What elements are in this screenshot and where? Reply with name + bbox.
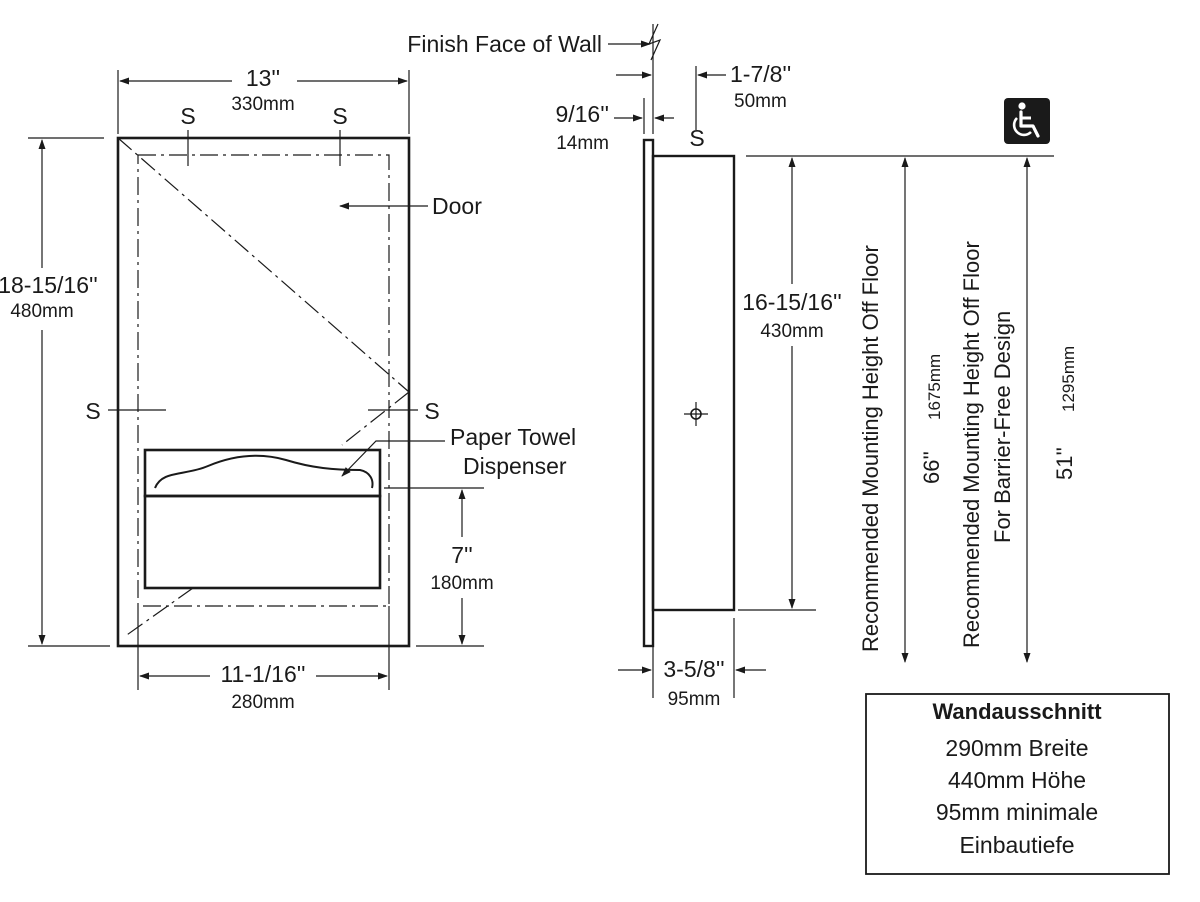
mounting-heights: Recommended Mounting Height Off Floor 66… — [858, 98, 1078, 663]
door-diagonal — [117, 137, 410, 393]
wall-cutout-box: Wandausschnitt 290mm Breite 440mm Höhe 9… — [865, 693, 1170, 875]
cutout-line-4: Einbautiefe — [959, 832, 1074, 858]
barrier-free-label-line2: For Barrier-Free Design — [990, 311, 1015, 543]
depth-mm: 95mm — [668, 689, 721, 710]
screw-label: S — [424, 398, 439, 424]
dispenser-height-mm: 180mm — [430, 573, 493, 594]
cutout-line-1: 290mm Breite — [945, 735, 1088, 761]
dispenser-label-line1: Paper Towel — [450, 424, 576, 450]
body-height-mm: 430mm — [760, 321, 823, 342]
door-diagonal-lower — [341, 391, 410, 446]
door-diagonal-bottom — [123, 587, 194, 638]
flange-inches: 9/16'' — [555, 101, 609, 127]
dispenser-height-inches: 7'' — [451, 542, 473, 568]
front-view: 13'' 330mm S S 18-15/16'' 480mm S S Door… — [0, 65, 576, 713]
wall-opening-outline — [137, 154, 390, 607]
barrier-free-label-line1: Recommended Mounting Height Off Floor — [959, 241, 984, 648]
cutout-title: Wandausschnitt — [932, 699, 1102, 724]
projection-mm: 50mm — [734, 91, 787, 112]
dispenser-body — [143, 494, 382, 590]
front-height-mm: 480mm — [10, 301, 73, 322]
mounting-height-inches: 66'' — [919, 451, 944, 484]
side-view: Finish Face of Wall 9/16'' 14mm 1-7/8'' … — [407, 23, 1054, 710]
cutout-line-2: 440mm Höhe — [948, 767, 1086, 793]
side-flange — [642, 138, 655, 648]
screw-label: S — [180, 103, 195, 129]
body-height-inches: 16-15/16'' — [742, 289, 842, 315]
mounting-height-mm: 1675mm — [925, 354, 944, 420]
door-label: Door — [432, 193, 482, 219]
finish-face-label: Finish Face of Wall — [407, 31, 602, 57]
barrier-free-inches: 51'' — [1052, 447, 1077, 480]
screw-label: S — [332, 103, 347, 129]
front-width-inches: 13'' — [246, 65, 280, 91]
inner-width-mm: 280mm — [231, 692, 294, 713]
cutout-line-3: 95mm minimale — [936, 799, 1098, 825]
cutout-box-frame — [865, 693, 1170, 875]
dispenser-label-line2: Dispenser — [463, 453, 567, 479]
screw-label: S — [689, 125, 704, 151]
projection-inches: 1-7/8'' — [730, 61, 791, 87]
flange-mm: 14mm — [556, 133, 609, 154]
front-outer-frame — [116, 136, 411, 648]
mounting-height-label: Recommended Mounting Height Off Floor — [858, 245, 883, 652]
wheelchair-icon — [1004, 98, 1050, 144]
front-height-inches: 18-15/16'' — [0, 272, 98, 298]
depth-inches: 3-5/8'' — [663, 656, 724, 682]
inner-width-inches: 11-1/16'' — [220, 661, 305, 687]
front-width-mm: 330mm — [231, 94, 294, 115]
dispenser-slot — [154, 454, 374, 489]
screw-label: S — [85, 398, 100, 424]
barrier-free-mm: 1295mm — [1059, 346, 1078, 412]
side-body — [651, 154, 736, 612]
